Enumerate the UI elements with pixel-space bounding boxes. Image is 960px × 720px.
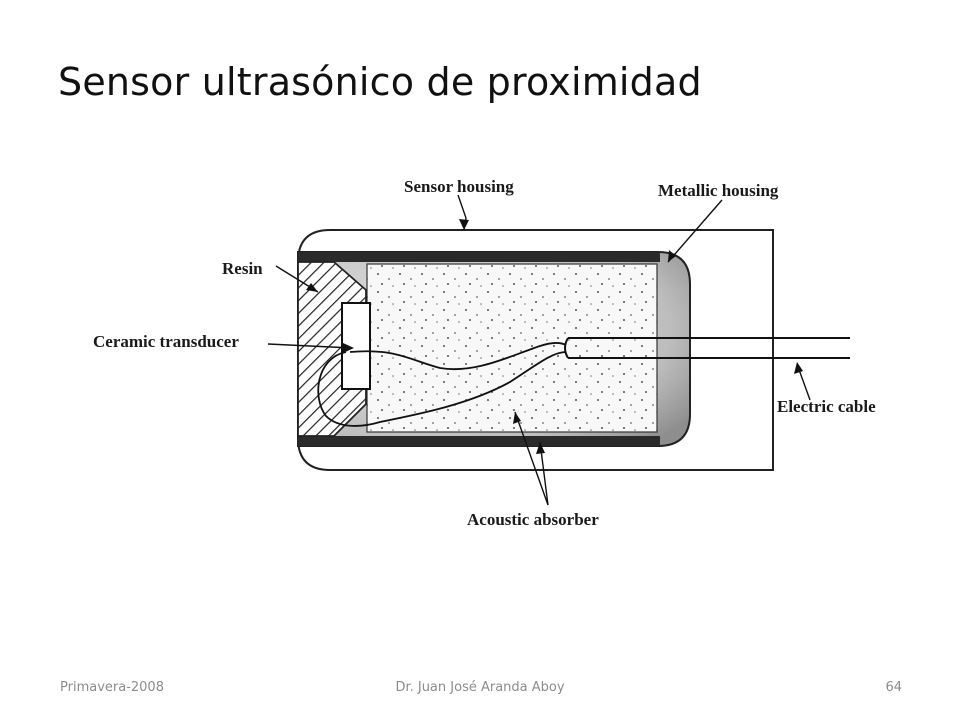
wire-lower [317, 351, 567, 427]
arrow-ceramic-transducer [343, 343, 354, 353]
metallic-top-band [298, 252, 660, 262]
leader-metallic-housing [667, 199, 723, 263]
footer-term: Primavera-2008 [60, 680, 164, 695]
label-sensor-housing: Sensor housing [404, 177, 514, 196]
acoustic-absorber [366, 263, 658, 433]
arrow-absorber-1 [513, 412, 521, 424]
leader-ceramic-transducer [267, 343, 353, 349]
leader-absorber-1 [514, 411, 549, 506]
wire-upper [349, 341, 567, 370]
footer-author: Dr. Juan José Aranda Aboy [395, 680, 565, 695]
arrow-electric-cable [794, 362, 803, 374]
label-acoustic-absorber: Acoustic absorber [467, 510, 599, 529]
footer-page-number: 64 [885, 680, 902, 695]
arrow-sensor-housing [459, 219, 469, 230]
label-ceramic-transducer: Ceramic transducer [93, 332, 239, 351]
label-metallic-housing: Metallic housing [658, 181, 779, 200]
label-resin: Resin [222, 259, 263, 278]
arrow-resin [306, 283, 318, 292]
metallic-bottom-band [298, 436, 660, 446]
slide-title: Sensor ultrasónico de proximidad [58, 60, 702, 104]
cable-end [564, 337, 569, 359]
arrow-absorber-2 [536, 442, 545, 454]
arrow-metallic-housing [668, 250, 676, 262]
label-electric-cable: Electric cable [777, 397, 876, 416]
